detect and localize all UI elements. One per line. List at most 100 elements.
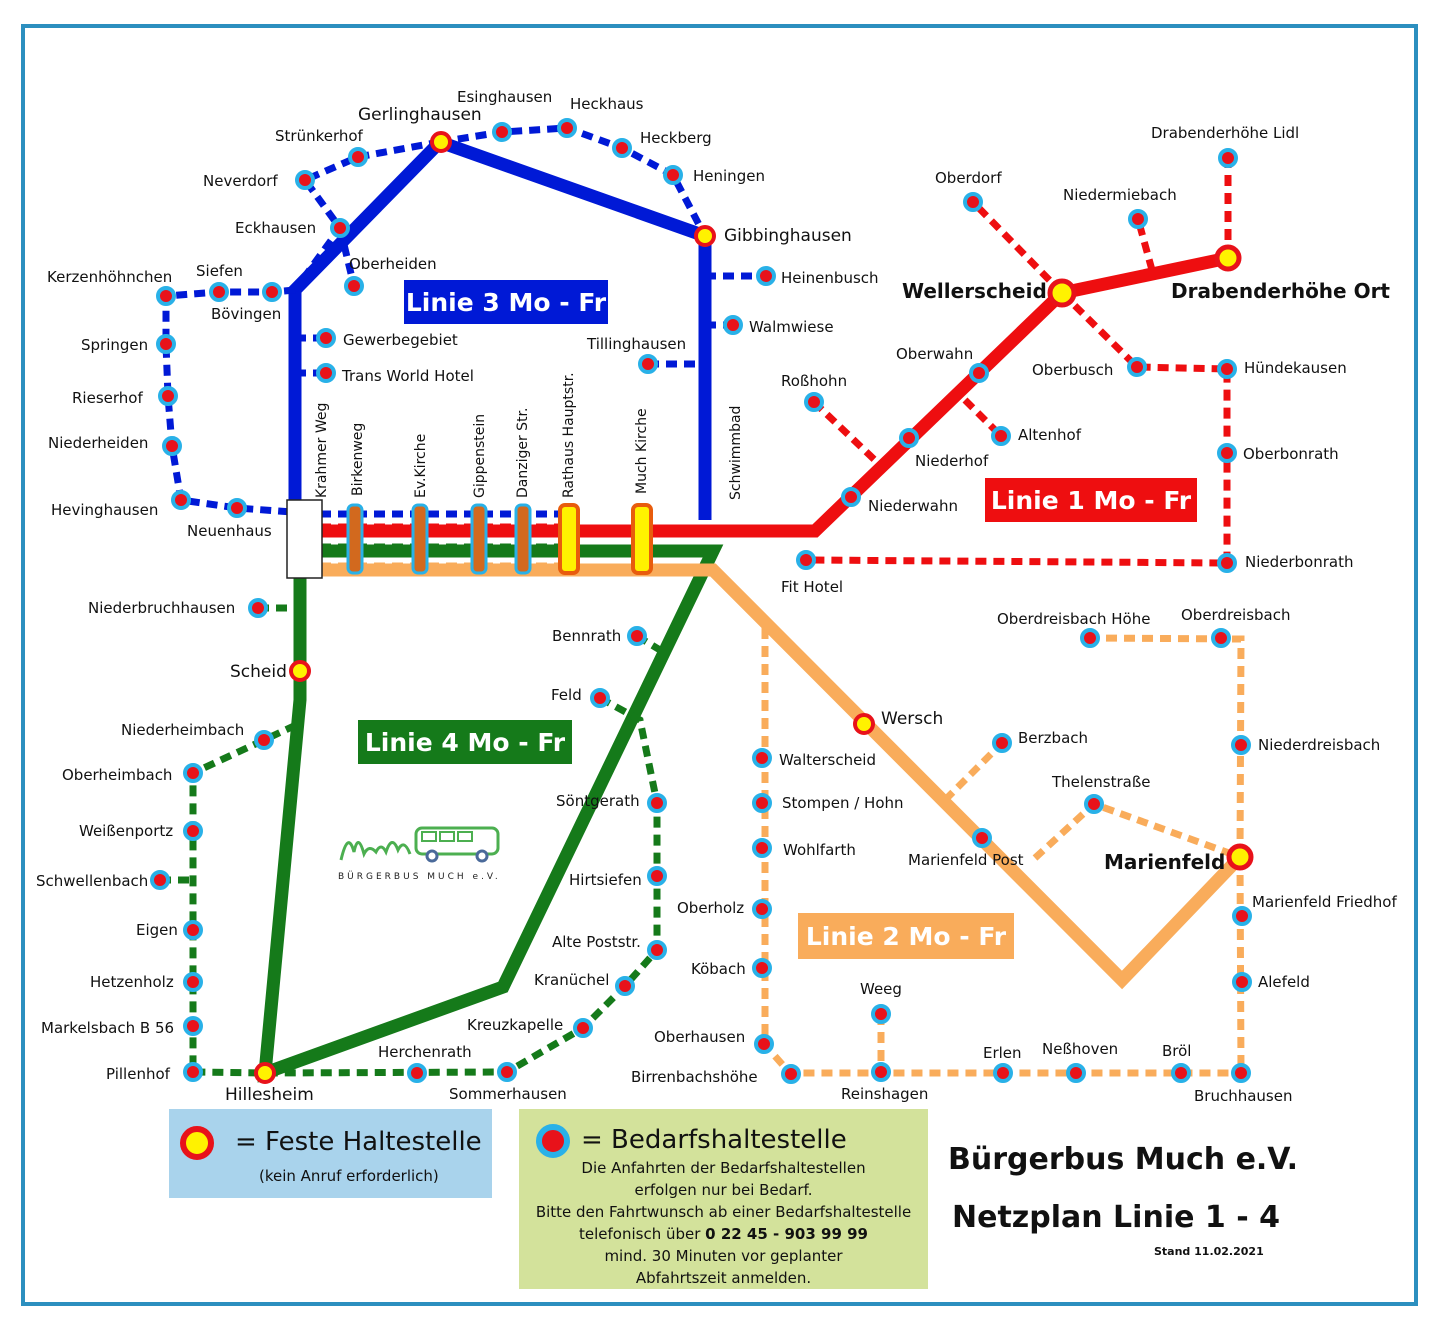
label-eigen: Eigen xyxy=(136,921,178,939)
label-heckhaus: Heckhaus xyxy=(570,95,644,113)
stop-marienfeld-post xyxy=(972,828,992,848)
label-alefeld: Alefeld xyxy=(1258,973,1310,991)
stop-reinshagen xyxy=(871,1062,891,1082)
label-oberheiden: Oberheiden xyxy=(349,255,437,273)
bar-stop-ev-kirche xyxy=(411,503,429,575)
stop-stompen xyxy=(752,793,772,813)
label-rosshohn: Roßhohn xyxy=(781,372,847,390)
stop-drabenderhoehe-ort xyxy=(1214,244,1242,272)
legend-demand-line6: Abfahrtszeit anmelden. xyxy=(635,1269,812,1287)
line-2-label: Linie 2 Mo - Fr xyxy=(798,913,1014,959)
label-tillinghausen: Tillinghausen xyxy=(586,335,686,353)
label-gippenstein: Gippenstein xyxy=(472,414,488,498)
label-kranuechel: Kranüchel xyxy=(534,971,609,989)
stop-siefen xyxy=(209,282,229,302)
label-marienfeld: Marienfeld xyxy=(1104,850,1225,874)
stop-boevingen xyxy=(262,282,282,302)
stop-oberdorf xyxy=(963,192,983,212)
stop-altenhof xyxy=(991,426,1011,446)
legend-demand-line2: erfolgen nur bei Bedarf. xyxy=(634,1181,813,1199)
stop-niederhof xyxy=(899,428,919,448)
label-birkenweg: Birkenweg xyxy=(350,423,366,496)
label-huendekausen: Hündekausen xyxy=(1244,359,1347,377)
stop-nesshoven xyxy=(1066,1063,1086,1083)
stop-kerzenhoehnchen xyxy=(156,286,176,306)
label-oberdreisbach-hoehe: Oberdreisbach Höhe xyxy=(997,610,1150,628)
label-oberbonrath: Oberbonrath xyxy=(1243,445,1339,463)
label-niederbonrath: Niederbonrath xyxy=(1245,553,1354,571)
stop-kranuechel xyxy=(615,976,635,996)
stop-wellerscheid xyxy=(1047,278,1077,308)
stop-oberbonrath xyxy=(1217,443,1237,463)
label-reinshagen: Reinshagen xyxy=(841,1085,928,1103)
label-marienfeld-friedhof: Marienfeld Friedhof xyxy=(1252,893,1397,911)
label-wellerscheid: Wellerscheid xyxy=(902,279,1047,303)
plan-title: Netzplan Linie 1 - 4 xyxy=(952,1200,1280,1235)
stop-koebach xyxy=(752,958,772,978)
demand-stop-icon xyxy=(536,1124,570,1158)
label-oberbusch: Oberbusch xyxy=(1032,361,1113,379)
label-oberhausen: Oberhausen xyxy=(654,1028,745,1046)
stop-weissenportz xyxy=(183,821,203,841)
label-wersch: Wersch xyxy=(881,709,943,729)
stop-herchenrath xyxy=(407,1063,427,1083)
label-niederbruchhausen: Niederbruchhausen xyxy=(88,599,235,617)
label-niederdreisbach: Niederdreisbach xyxy=(1258,736,1380,754)
label-hevinghausen: Hevinghausen xyxy=(51,501,158,519)
stop-oberwahn xyxy=(969,363,989,383)
label-markelsbach: Markelsbach B 56 xyxy=(41,1019,174,1037)
label-drabenderhoehe-lidl: Drabenderhöhe Lidl xyxy=(1151,124,1299,142)
stop-oberdreisbach xyxy=(1211,628,1231,648)
stop-rieserhof xyxy=(158,386,178,406)
legend-demand-line1: Die Anfahrten der Bedarfshaltestellen xyxy=(581,1159,866,1177)
stop-oberheiden xyxy=(344,276,364,296)
label-schwimmbad: Schwimmbad xyxy=(728,406,744,500)
label-alte-poststr: Alte Poststr. xyxy=(552,933,641,951)
stop-eckhausen xyxy=(330,218,350,238)
stop-heningen xyxy=(663,165,683,185)
label-scheid: Scheid xyxy=(230,662,287,682)
buergerbus-logo xyxy=(339,826,500,863)
stop-soentgerath xyxy=(647,793,667,813)
label-bennrath: Bennrath xyxy=(552,627,621,645)
label-rieserhof: Rieserhof xyxy=(72,389,143,407)
label-sommerhausen: Sommerhausen xyxy=(449,1085,567,1103)
legend-demand-line4: telefonisch über 0 22 45 - 903 99 99 xyxy=(519,1223,928,1245)
label-oberdreisbach: Oberdreisbach xyxy=(1181,606,1291,624)
stop-weeg xyxy=(871,1004,891,1024)
fixed-stop-icon xyxy=(180,1126,214,1160)
stop-wersch xyxy=(853,713,875,735)
bar-stop-much-kirche xyxy=(631,503,653,575)
stop-niederheiden xyxy=(162,436,182,456)
label-eckhausen: Eckhausen xyxy=(235,219,316,237)
label-broel: Bröl xyxy=(1162,1042,1191,1060)
stop-heckberg xyxy=(612,138,632,158)
logo-text: BÜRGERBUS MUCH e.V. xyxy=(338,872,501,882)
label-gewerbegebiet: Gewerbegebiet xyxy=(343,331,458,349)
stop-berzbach xyxy=(992,733,1012,753)
label-oberheimbach: Oberheimbach xyxy=(62,766,172,784)
label-kerzenhoehnchen: Kerzenhöhnchen xyxy=(47,268,172,286)
stop-hetzenholz xyxy=(183,972,203,992)
label-weeg: Weeg xyxy=(860,980,902,998)
stop-birrenbachshoehe xyxy=(781,1064,801,1084)
stop-pillenhof xyxy=(183,1062,203,1082)
stop-schwellenbach xyxy=(150,870,170,890)
label-wohlfarth: Wohlfarth xyxy=(783,841,856,859)
stop-sommerhausen xyxy=(497,1062,517,1082)
label-niedermiebach: Niedermiebach xyxy=(1063,186,1177,204)
legend-demand-line5: mind. 30 Minuten vor geplanter xyxy=(604,1247,843,1265)
stop-gerlinghausen xyxy=(430,131,452,153)
stop-heckhaus xyxy=(557,118,577,138)
stop-gibbinghausen xyxy=(694,225,716,247)
stop-neuenhaus xyxy=(227,498,247,518)
fixed-stops xyxy=(254,131,1254,1084)
stop-hillesheim xyxy=(254,1062,276,1084)
label-niederwahn: Niederwahn xyxy=(868,497,958,515)
label-gibbinghausen: Gibbinghausen xyxy=(724,226,852,246)
label-oberdorf: Oberdorf xyxy=(935,169,1002,187)
label-marienfeld-post: Marienfeld Post xyxy=(908,851,1024,869)
label-erlen: Erlen xyxy=(983,1044,1022,1062)
label-oberwahn: Oberwahn xyxy=(896,345,973,363)
legend-fixed-note: (kein Anruf erforderlich) xyxy=(259,1167,439,1185)
